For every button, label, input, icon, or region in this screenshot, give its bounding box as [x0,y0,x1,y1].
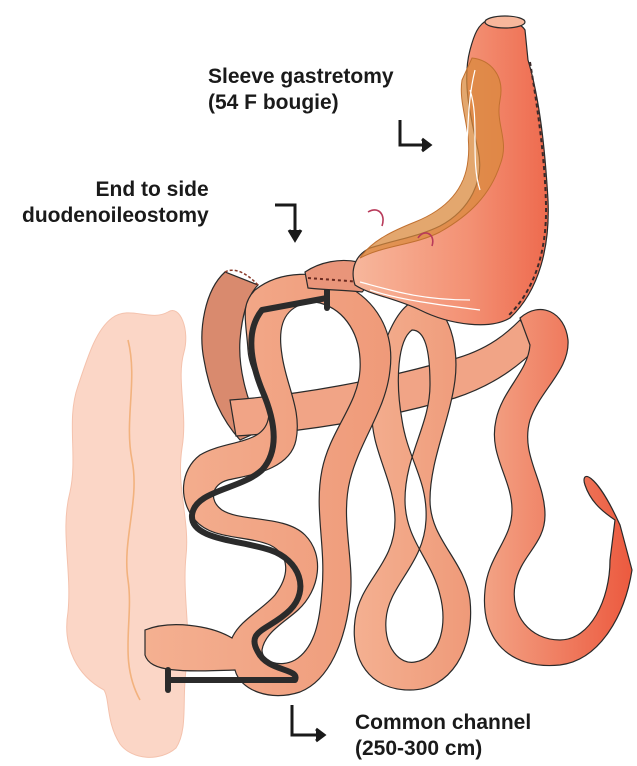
esophagus-opening [485,16,525,28]
sleeve-label-line1: Sleeve gastretomy [208,64,394,90]
common-channel-arrow-icon [292,705,324,741]
duodenoileostomy-arrow-icon [275,205,301,240]
sleeve-label-line2: (54 F bougie) [208,90,394,116]
duodenoileostomy-label: End to side duodenoileostomy [22,177,209,229]
duodeno-label-line1: End to side [22,177,209,203]
common-label-line2: (250-300 cm) [355,736,531,762]
sleeve-arrow-icon [400,120,430,151]
common-label-line1: Common channel [355,710,531,736]
sleeve-gastrectomy-label: Sleeve gastretomy (54 F bougie) [208,64,394,116]
common-channel-label: Common channel (250-300 cm) [355,710,531,762]
duodeno-label-line2: duodenoileostomy [22,203,209,229]
